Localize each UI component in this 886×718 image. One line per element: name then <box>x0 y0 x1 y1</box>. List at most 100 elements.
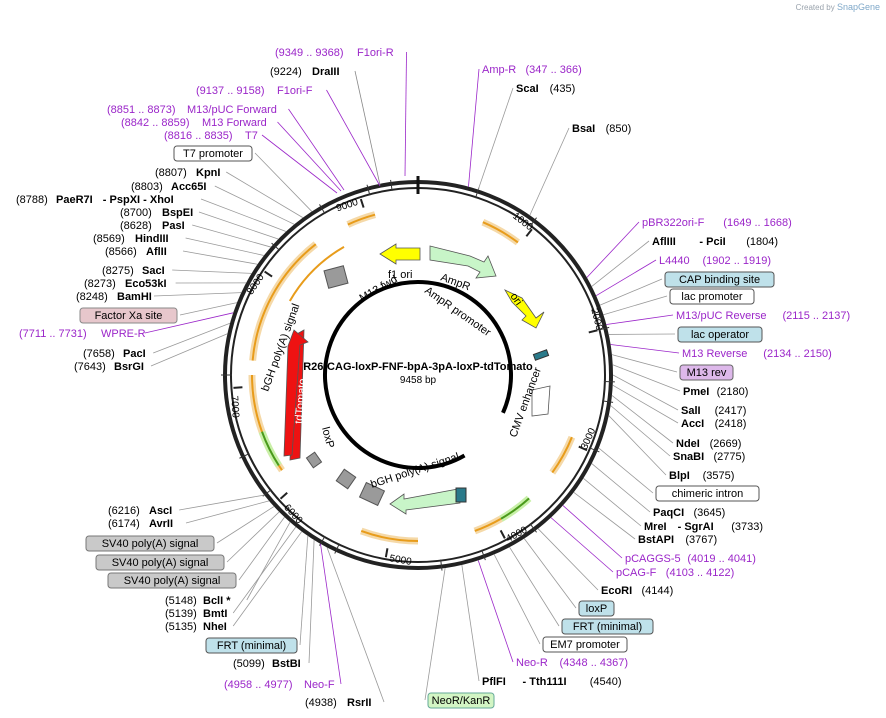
left-leader-15 <box>179 494 265 511</box>
left-label-name-16: AvrII <box>149 518 173 530</box>
right-feature-27: EM7 promoter <box>550 639 620 651</box>
tick-label-7000: 7000 <box>228 395 241 418</box>
left-label-name-26: RsrII <box>347 697 371 709</box>
left-label-pos-24: (5099) <box>233 658 265 670</box>
right-leader-11 <box>611 354 678 373</box>
site-tick <box>366 184 371 196</box>
orange-arc-neo-start <box>474 517 502 532</box>
left-label-name-24: BstBI <box>272 658 301 670</box>
sv40-block-3 <box>305 451 323 469</box>
right-leader-28 <box>477 560 514 663</box>
right-leader-12 <box>612 364 681 392</box>
bgh-polya-green-arrow <box>389 488 461 515</box>
left-label-name-15: AscI <box>149 505 172 517</box>
green-arc-0 <box>500 497 530 520</box>
top-label-pos-0: (9349 .. 9368) <box>275 47 344 59</box>
right-label-name-23: pCAG-F <box>616 567 657 579</box>
left-leader-4 <box>198 211 279 240</box>
left-leader-7 <box>182 250 258 265</box>
plasmid-size: 9458 bp <box>400 375 437 386</box>
right-leader-22 <box>562 505 623 559</box>
left-leader-18 <box>226 511 280 563</box>
left-leader-13 <box>153 322 231 354</box>
right-label-name-10: M13 Reverse <box>682 348 747 360</box>
site-tick <box>598 326 610 331</box>
top-leader-1 <box>354 70 381 186</box>
right-label-pos-19: (3645) <box>694 507 726 519</box>
top-label-pos-3: (8851 .. 8873) <box>107 104 176 116</box>
right-label-pos-1: (435) <box>550 83 576 95</box>
right-feature-30-box <box>427 692 495 709</box>
right-label-name-2: BsaI <box>572 123 595 135</box>
right-feature-26: FRT (minimal) <box>573 621 642 633</box>
right-leader-26 <box>509 546 560 627</box>
right-leader-30 <box>424 568 446 701</box>
right-label-pos-2: (850) <box>606 123 632 135</box>
tick-label-2000: 2000 <box>588 307 604 332</box>
left-feature-11-box <box>79 307 178 324</box>
right-label-pos-0: (347 .. 366) <box>526 64 582 76</box>
left-leader-24 <box>308 539 315 664</box>
left-label-name-20: BclI * <box>203 595 231 607</box>
right-leader-15 <box>611 395 674 444</box>
right-label-name-12: PmeI <box>683 386 709 398</box>
left-leader-26 <box>326 547 385 703</box>
right-feature-7: lac promoter <box>681 291 742 303</box>
loxp-inner-label: loxP <box>319 426 336 450</box>
top-label-pos-2: (9137 .. 9158) <box>196 85 265 97</box>
right-label-name-15: NdeI <box>676 438 700 450</box>
right-label-name-1: ScaI <box>516 83 539 95</box>
right-feature-18: chimeric intron <box>672 488 744 500</box>
site-tick <box>440 559 443 571</box>
left-label-name-9: Eco53kI <box>125 278 167 290</box>
right-label-pos-3: (1649 .. 1668) <box>723 217 792 229</box>
right-leader-29 <box>461 564 480 682</box>
right-label-name-21: BstAPI <box>638 534 674 546</box>
ori-feature <box>504 289 545 329</box>
right-feature-11-box <box>679 364 734 381</box>
right-label-pos-14: (2418) <box>715 418 747 430</box>
m13-fwd-label: M13 fwd <box>358 273 400 304</box>
f1-ori-label: f1 ori <box>388 269 412 281</box>
right-label-name-17: BlpI <box>669 470 690 482</box>
tick-mark-7000 <box>233 386 243 389</box>
site-tick <box>239 453 250 459</box>
ori-label: ori <box>508 291 525 308</box>
right-feature-9-box <box>677 326 763 343</box>
left-leader-14 <box>150 333 228 367</box>
f1-ori-feature <box>379 243 421 265</box>
tick-mark-6000 <box>279 492 288 500</box>
right-leader-19 <box>591 463 651 513</box>
right-leader-5 <box>595 259 657 297</box>
left-label-name-12: WPRE-R <box>101 328 146 340</box>
right-label-name-19: PaqCI <box>653 507 684 519</box>
left-label-pos-16: (6174) <box>108 518 140 530</box>
right-label-pos-21: (3767) <box>685 534 717 546</box>
left-leader-3 <box>200 198 287 232</box>
left-label-name-4: BspEI <box>162 207 193 219</box>
right-leader-16 <box>610 405 671 457</box>
right-label-extra-29: - Tth111I <box>523 676 567 688</box>
right-feature-11: M13 rev <box>687 367 727 379</box>
right-label-pos-16: (2775) <box>714 451 746 463</box>
right-label-pos-15: (2669) <box>710 438 742 450</box>
right-label-pos-10: (2134 .. 2150) <box>763 348 832 360</box>
left-label-name-7: AflII <box>146 246 167 258</box>
top-label-name-1: DraIII <box>312 66 340 78</box>
left-label-pos-10: (8248) <box>76 291 108 303</box>
left-label-name-6: HindIII <box>135 233 169 245</box>
ampr-feature <box>429 245 497 279</box>
left-label-name-8: SacI <box>142 265 165 277</box>
left-leader-2 <box>214 185 295 225</box>
tdtomato-label: tdTomato <box>293 378 309 424</box>
right-label-pos-29: (4540) <box>590 676 622 688</box>
left-label-pos-1: (8807) <box>155 167 187 179</box>
orange-arc-neo <box>360 530 419 542</box>
right-label-pos-13: (2417) <box>715 405 747 417</box>
right-feature-9: lac operator <box>691 329 749 341</box>
top-leader-2 <box>326 89 381 187</box>
tick-mark-4000 <box>499 529 506 539</box>
site-tick <box>334 543 340 554</box>
right-label-pos-17: (3575) <box>703 470 735 482</box>
